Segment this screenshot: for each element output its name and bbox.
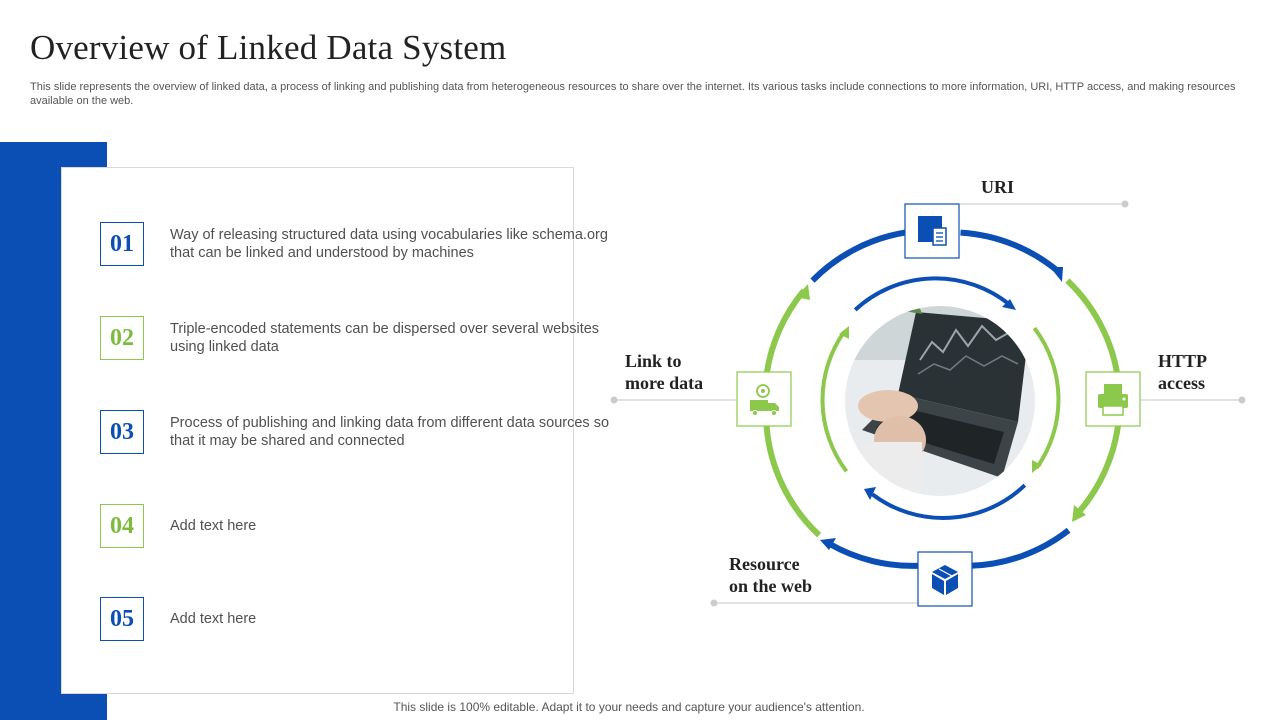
slide-title: Overview of Linked Data System: [30, 28, 507, 67]
item-text: Add text here: [170, 518, 257, 534]
cycle-diagram: URI HTTP access Link to more data Resour…: [600, 160, 1260, 630]
item-number: 04: [100, 504, 144, 548]
slide-subtitle: This slide represents the overview of li…: [30, 81, 1236, 107]
list-item: 02 Triple-encoded statements can be disp…: [100, 316, 599, 362]
item-text: Way of releasing structured data using v…: [170, 227, 608, 261]
label-link-to-more-data: Link to more data: [625, 351, 704, 393]
item-number: 01: [100, 222, 144, 266]
cube-box-icon: [917, 551, 973, 607]
item-number: 02: [100, 316, 144, 360]
leader-lines: [614, 203, 1242, 604]
document-folder-icon: [904, 203, 960, 259]
list-item: 03 Process of publishing and linking dat…: [100, 410, 609, 456]
list-item: 04 Add text here: [100, 504, 570, 550]
item-text: Process of publishing and linking data f…: [170, 415, 610, 449]
list-panel: 01 Way of releasing structured data usin…: [61, 167, 609, 694]
slide-footer: This slide is 100% editable. Adapt it to…: [393, 700, 865, 714]
delivery-truck-icon: [736, 371, 792, 427]
leader-dots: [610, 200, 1246, 607]
inner-ring: [820, 276, 1061, 520]
center-photo: [844, 305, 1036, 497]
label-resource-on-the-web: Resource on the web: [729, 554, 813, 596]
item-text: Triple-encoded statements can be dispers…: [170, 321, 600, 355]
item-text: Add text here: [170, 611, 257, 627]
item-number: 05: [100, 597, 144, 641]
item-number: 03: [100, 410, 144, 454]
printer-icon: [1085, 371, 1141, 427]
label-uri: URI: [981, 177, 1015, 197]
list-item: 01 Way of releasing structured data usin…: [100, 222, 608, 268]
label-http-access: HTTP access: [1158, 351, 1208, 393]
cycle-graphic: [610, 200, 1246, 607]
list-item: 05 Add text here: [100, 597, 570, 643]
